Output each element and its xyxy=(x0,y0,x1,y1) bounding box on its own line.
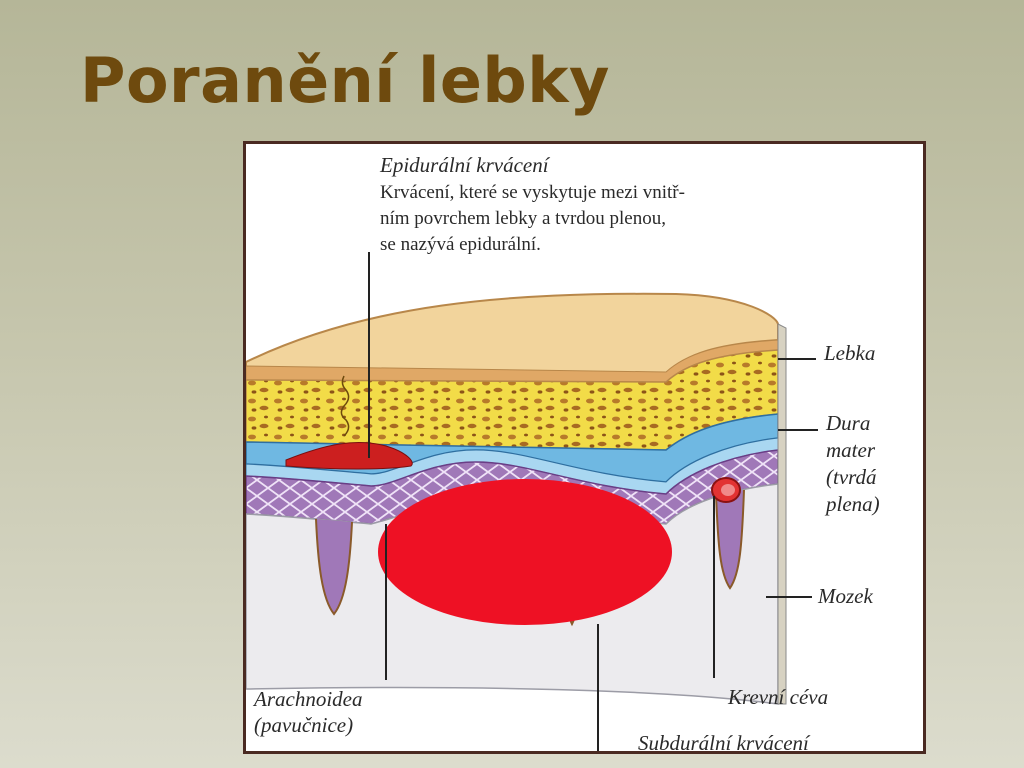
brain-sulcus-left xyxy=(315,518,353,616)
cranial-suture xyxy=(340,375,350,437)
label-arachnoid-line-2: (pavučnice) xyxy=(254,713,353,737)
caption-line-3: se nazývá epidurální. xyxy=(380,234,541,255)
slide-title: Poranění lebky xyxy=(80,44,610,117)
caption-line-2: ním povrchem lebky a tvrdou plenou, xyxy=(380,208,666,229)
caption-line-1: Krvácení, které se vyskytuje mezi vnitř- xyxy=(380,182,685,203)
label-brain: Mozek xyxy=(817,584,873,608)
caption-heading: Epidurální krvácení xyxy=(379,153,551,177)
label-arachnoid-line-1: Arachnoidea xyxy=(252,687,362,711)
label-skull: Lebka xyxy=(823,341,875,365)
diagram-canvas: Epidurální krvácení Krvácení, které se v… xyxy=(246,153,880,751)
label-dura-line-3: (tvrdá xyxy=(826,465,877,489)
label-dura-line-1: Dura xyxy=(825,411,870,435)
label-subdural: Subdurální krvácení xyxy=(638,731,811,751)
label-dura-line-4: plena) xyxy=(824,492,880,516)
blood-vessel-lumen xyxy=(721,484,735,496)
block-right-face xyxy=(777,323,787,705)
label-dura-line-2: mater xyxy=(826,438,876,462)
brain-sulcus-right xyxy=(715,489,745,590)
label-blood-vessel: Krevní céva xyxy=(727,685,828,709)
red-cover-oval xyxy=(378,479,672,625)
skull-injury-diagram: Epidurální krvácení Krvácení, které se v… xyxy=(243,141,926,754)
epidural-hematoma xyxy=(285,441,413,470)
